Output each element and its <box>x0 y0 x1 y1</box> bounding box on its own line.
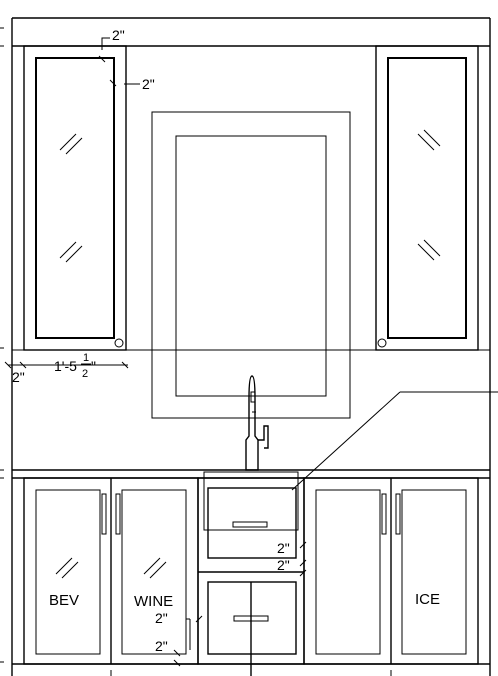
glass-mark-upper-left-1 <box>59 133 83 155</box>
dim-cabinet-width-main: 1'-5 <box>54 358 77 374</box>
dim-cabinet-width-tail: " <box>91 358 96 374</box>
handle-ice-right <box>395 493 401 535</box>
door-handle <box>233 615 269 622</box>
mirror <box>151 111 351 419</box>
upper-right-cabinet <box>375 45 479 351</box>
countertop <box>12 469 490 479</box>
handle-wine <box>115 493 121 535</box>
handle-ice-left <box>381 493 387 535</box>
label-wine: WINE <box>134 593 173 610</box>
callout-leader <box>291 391 498 491</box>
dim-lower-gap-bottom: 2" <box>155 638 168 654</box>
dim-cabinet-width-numerator: 1 <box>83 352 89 364</box>
dimension-marks <box>4 37 307 667</box>
dim-left-offset: 2" <box>12 369 25 385</box>
glass-mark-upper-left-2 <box>59 241 83 263</box>
dim-upper-side-gap: 2" <box>142 76 155 92</box>
wall-outline <box>0 17 491 676</box>
handle-bev <box>101 493 107 535</box>
dim-drawer-gap-top: 2" <box>277 540 290 556</box>
toe-kick <box>12 663 490 676</box>
faucet-icon <box>244 375 269 471</box>
glass-mark-upper-right-1 <box>417 129 441 151</box>
upper-left-cabinet <box>23 45 127 351</box>
dim-cabinet-width-denominator: 2 <box>82 368 88 380</box>
drawer-handle <box>232 521 268 528</box>
lower-right-cabinet <box>303 477 479 665</box>
dim-drawer-gap-bottom: 2" <box>277 557 290 573</box>
sink-base <box>197 471 305 676</box>
dim-top-gap: 2" <box>112 27 125 43</box>
label-bev: BEV <box>49 592 79 609</box>
glass-mark-upper-right-2 <box>417 239 441 261</box>
lower-left-cabinet <box>23 477 199 665</box>
dim-lower-gap-top: 2" <box>155 610 168 626</box>
label-ice: ICE <box>415 591 440 608</box>
